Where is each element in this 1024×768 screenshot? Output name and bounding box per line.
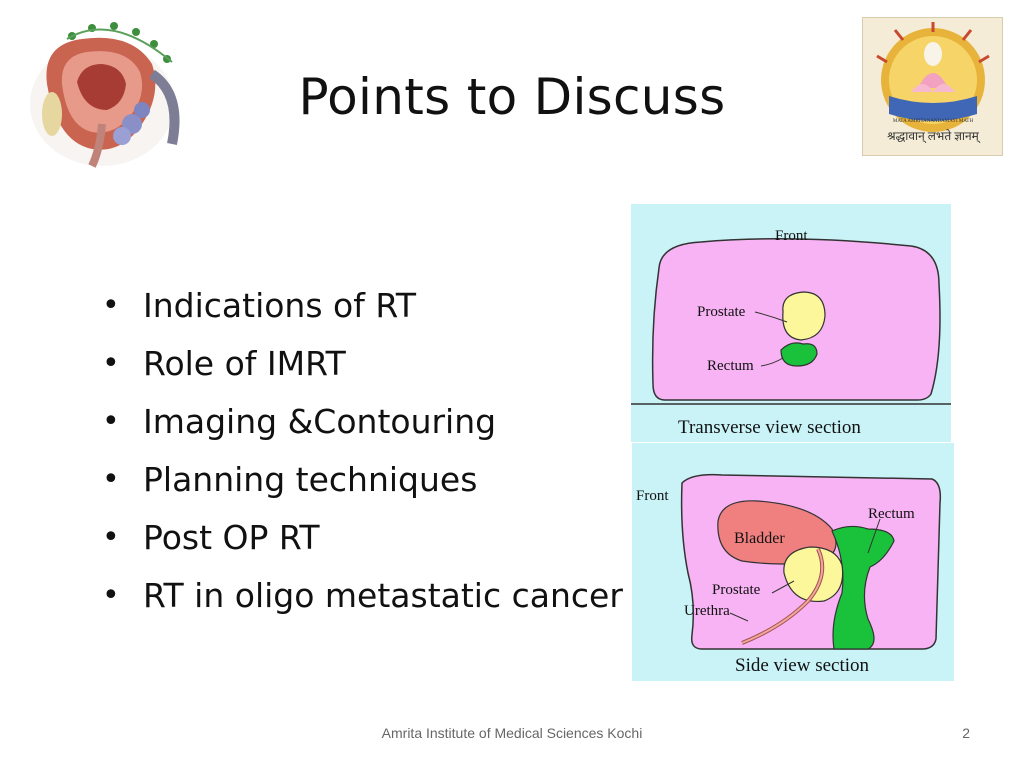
bullet-item: •Imaging &Contouring xyxy=(100,398,623,456)
bullet-icon: • xyxy=(102,288,120,323)
transverse-front-label: Front xyxy=(775,228,808,244)
bullet-item: •Post OP RT xyxy=(100,514,623,572)
bullet-icon: • xyxy=(102,404,120,439)
bullet-item: •Role of IMRT xyxy=(100,340,623,398)
side-bladder-label: Bladder xyxy=(734,530,785,547)
bullet-icon: • xyxy=(102,462,120,497)
page-number: 2 xyxy=(962,725,970,741)
bullet-icon: • xyxy=(102,578,120,613)
transverse-prostate-label: Prostate xyxy=(697,304,746,320)
institute-logo: श्रद्धावान् लभते ज्ञानम् MATA AMRITANAND… xyxy=(862,17,1003,156)
side-urethra-label: Urethra xyxy=(684,603,730,619)
bullet-list: •Indications of RT •Role of IMRT •Imagin… xyxy=(100,282,623,630)
logo-seal-text: MATA AMRITANANDAMAYI MATH xyxy=(893,119,974,124)
bullet-item: •Planning techniques xyxy=(100,456,623,514)
transverse-caption: Transverse view section xyxy=(678,417,861,438)
bullet-item: •RT in oligo metastatic cancer xyxy=(100,572,623,630)
side-front-label: Front xyxy=(636,488,669,504)
prostate-anatomy-illustration xyxy=(22,14,194,172)
bullet-icon: • xyxy=(102,520,120,555)
logo-motto: श्रद्धावान् लभते ज्ञानम् xyxy=(887,129,981,144)
slide-title: Points to Discuss xyxy=(298,68,726,126)
side-caption: Side view section xyxy=(735,655,870,676)
bullet-icon: • xyxy=(102,346,120,381)
transverse-rectum-label: Rectum xyxy=(707,358,754,374)
transverse-view-diagram: Front Prostate Rectum Transverse view se… xyxy=(631,204,951,442)
side-rectum-label: Rectum xyxy=(868,506,915,522)
side-prostate-label: Prostate xyxy=(712,582,761,598)
slide-footer: Amrita Institute of Medical Sciences Koc… xyxy=(381,725,643,741)
side-view-diagram: Front Bladder Rectum Prostate Urethra Si… xyxy=(632,443,954,681)
bullet-item: •Indications of RT xyxy=(100,282,623,340)
